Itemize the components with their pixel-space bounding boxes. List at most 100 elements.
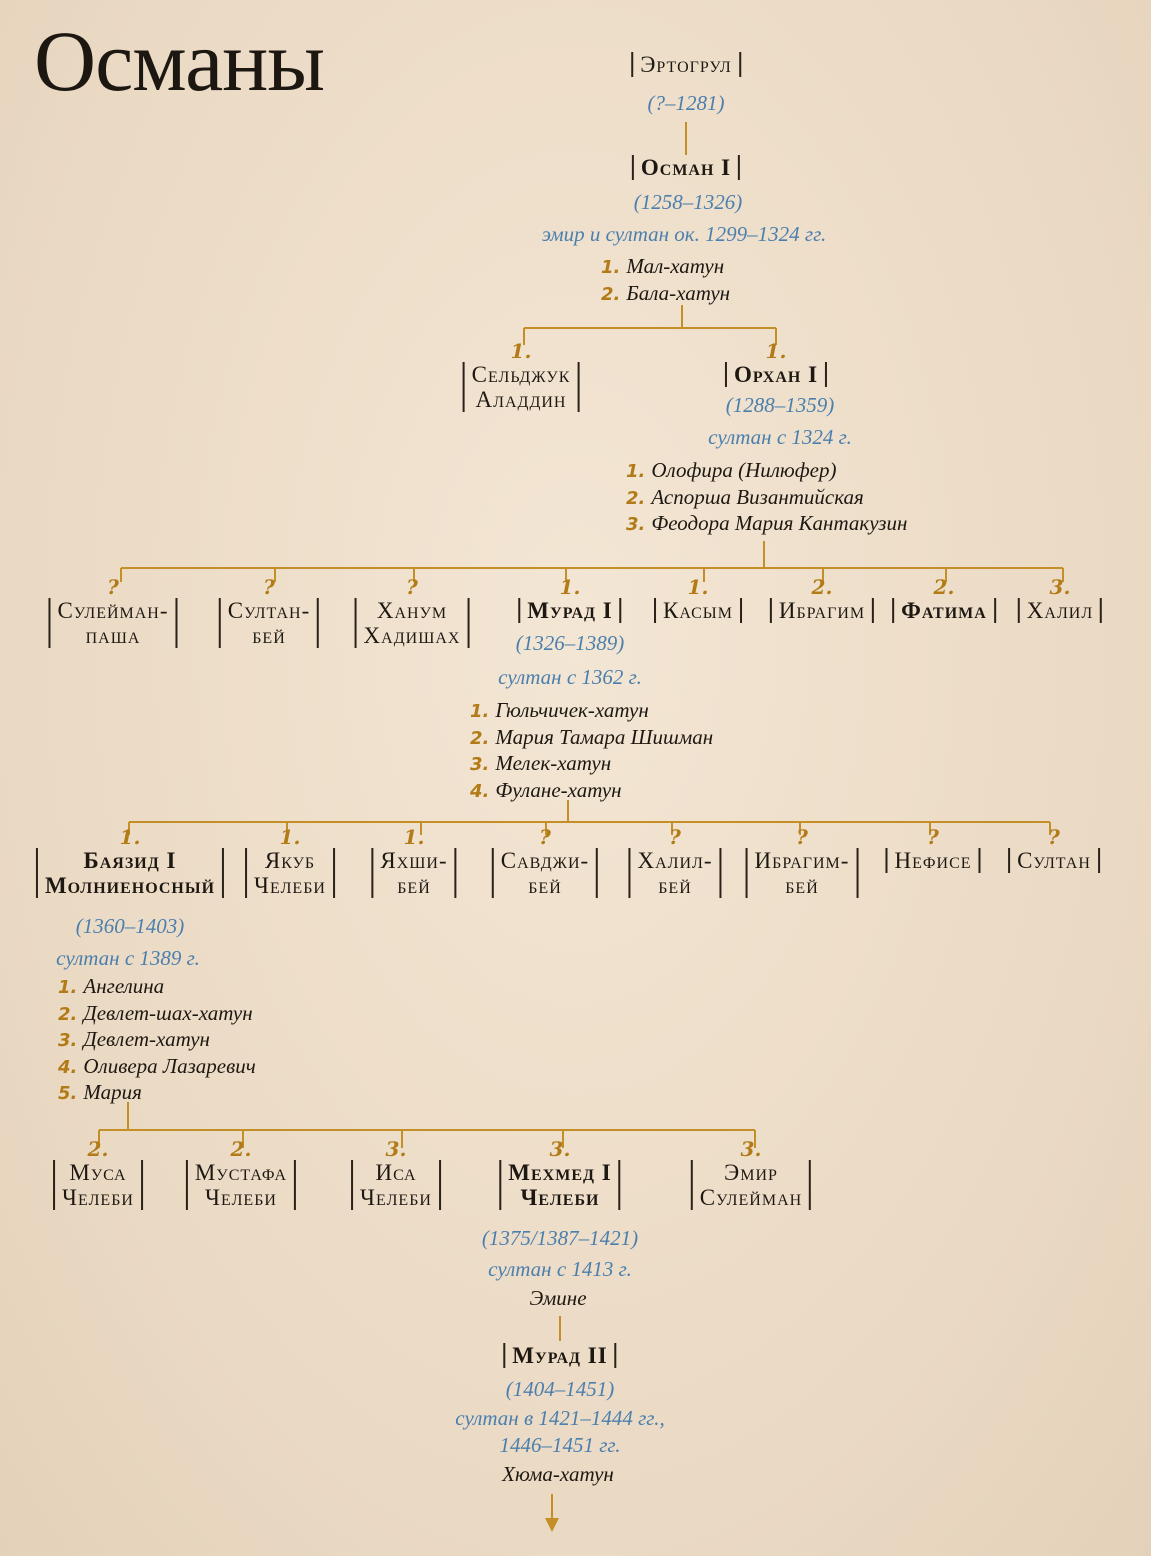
murad-i-reign: султан с 1362 г. — [498, 665, 642, 689]
spouse-item: 1.Гюльчичек-хатун — [470, 698, 649, 722]
person-name: Султан — [1008, 848, 1100, 873]
murad-i-dates: (1326–1389) — [515, 631, 625, 655]
person-murad-i: 1. Мурад I — [518, 575, 622, 623]
marriage-mark: 1. — [510, 339, 532, 363]
spouse-item: 4.Фулане-хатун — [470, 777, 622, 802]
person-name: Ибрагим — [769, 598, 875, 623]
marriage-mark: 2. — [230, 1137, 252, 1161]
marriage-mark: ? — [406, 575, 418, 599]
marriage-mark: 3. — [1049, 575, 1071, 599]
murad-ii-reign-2: 1446–1451 гг. — [499, 1433, 621, 1457]
person-name: Нефисе — [885, 848, 981, 873]
person-name: Савджи-бей — [491, 848, 599, 898]
person-name: Халил-бей — [628, 848, 722, 898]
person-murad-ii: Мурад II — [503, 1343, 617, 1368]
marriage-mark: 1. — [403, 825, 425, 849]
bayezid-reign: султан с 1389 г. — [56, 946, 200, 970]
marriage-mark: 1. — [119, 825, 141, 849]
marriage-mark: 3. — [549, 1137, 571, 1161]
spouse-item: 3.Феодора Мария Кантакузин — [626, 511, 908, 535]
osman-spouses: 1.Мал-хатун 2.Бала-хатун — [601, 254, 730, 307]
marriage-mark: 1. — [559, 575, 581, 599]
orhan-reign: султан с 1324 г. — [708, 425, 852, 449]
person-name: Фатима — [892, 598, 996, 623]
marriage-mark: ? — [263, 575, 275, 599]
person-name: Яхши-бей — [371, 848, 457, 898]
person-name: Орхан I — [724, 362, 828, 387]
marriage-mark: 3. — [385, 1137, 407, 1161]
mehmed-spouse: Эмине — [529, 1286, 587, 1310]
person-name: Мурад II — [503, 1343, 617, 1368]
person-osman-i: Осман I — [631, 155, 741, 180]
marriage-mark: 2. — [87, 1137, 109, 1161]
person-ertogrul: Эртогрул — [631, 52, 741, 77]
marriage-mark: ? — [796, 825, 808, 849]
osman-reign: эмир и султан ок. 1299–1324 гг. — [541, 222, 827, 246]
spouse-item: 1.Мал-хатун — [601, 254, 725, 278]
person-orhan-i: 1. Орхан I — [724, 339, 828, 387]
murad-i-spouses: 1.Гюльчичек-хатун 2.Мария Тамара Шишман … — [470, 698, 713, 804]
spouse-item: 3.Девлет-хатун — [58, 1027, 210, 1051]
ertogrul-dates: (?–1281) — [647, 91, 725, 115]
marriage-mark: 3. — [740, 1137, 762, 1161]
osman-dates: (1258–1326) — [633, 190, 743, 214]
page-title: Османы — [34, 13, 325, 109]
mehmed-reign: султан с 1413 г. — [488, 1257, 632, 1281]
orhan-spouses: 1.Олофира (Нилюфер) 2.Аспорша Византийск… — [626, 458, 907, 538]
marriage-mark: ? — [1048, 825, 1060, 849]
marriage-mark: 2. — [811, 575, 833, 599]
bayezid-spouses: 1.Ангелина 2.Девлет-шах-хатун 3.Девлет-х… — [58, 974, 256, 1107]
murad-ii-spouse: Хюма-хатун — [502, 1462, 614, 1486]
person-name: Эртогрул — [631, 52, 741, 77]
person-ibragim: 2. Ибрагим — [769, 575, 875, 623]
person-name: Касым — [654, 598, 742, 623]
person-nefise: ? Нефисе — [885, 825, 981, 873]
person-fatima: 2. Фатима — [892, 576, 996, 623]
mehmed-dates: (1375/1387–1421) — [481, 1226, 639, 1250]
spouse-item: 2.Девлет-шах-хатун — [58, 1000, 253, 1025]
person-name: Султан-бей — [218, 598, 320, 648]
murad-ii-reign: султан в 1421–1444 гг., — [455, 1406, 665, 1430]
person-name: Осман I — [631, 155, 741, 180]
spouse-item: 2.Мария Тамара Шишман — [470, 724, 714, 749]
person-kasym: 1. Касым — [654, 576, 742, 623]
continuation-arrow-icon — [545, 1518, 559, 1532]
marriage-mark: 1. — [687, 575, 709, 599]
person-savdzhi-bey: ? Савджи-бей — [491, 826, 599, 898]
marriage-mark: ? — [927, 825, 939, 849]
marriage-mark: ? — [107, 575, 119, 599]
spouse-item: 1.Олофира (Нилюфер) — [626, 458, 837, 482]
spouse-item: 5.Мария — [58, 1080, 142, 1104]
marriage-mark: 1. — [765, 339, 787, 363]
person-suleyman-pasha: ? Сулейман-паша — [48, 575, 178, 648]
marriage-mark: 1. — [279, 825, 301, 849]
spouse-item: 4.Оливера Лазаревич — [58, 1053, 256, 1078]
person-name: Ибрагим-бей — [745, 848, 859, 898]
person-sultan: ? Султан — [1008, 826, 1100, 873]
marriage-mark: ? — [669, 825, 681, 849]
spouse-item: 1.Ангелина — [58, 974, 165, 998]
person-halil: 3. Халил — [1017, 575, 1103, 623]
person-name: Сулейман-паша — [48, 598, 178, 648]
marriage-mark: 2. — [933, 575, 955, 599]
spouse-item: 2.Аспорша Византийская — [626, 484, 864, 509]
person-ibragim-bey: ? Ибрагим-бей — [745, 825, 859, 898]
spouse-item: 2.Бала-хатун — [601, 280, 731, 305]
